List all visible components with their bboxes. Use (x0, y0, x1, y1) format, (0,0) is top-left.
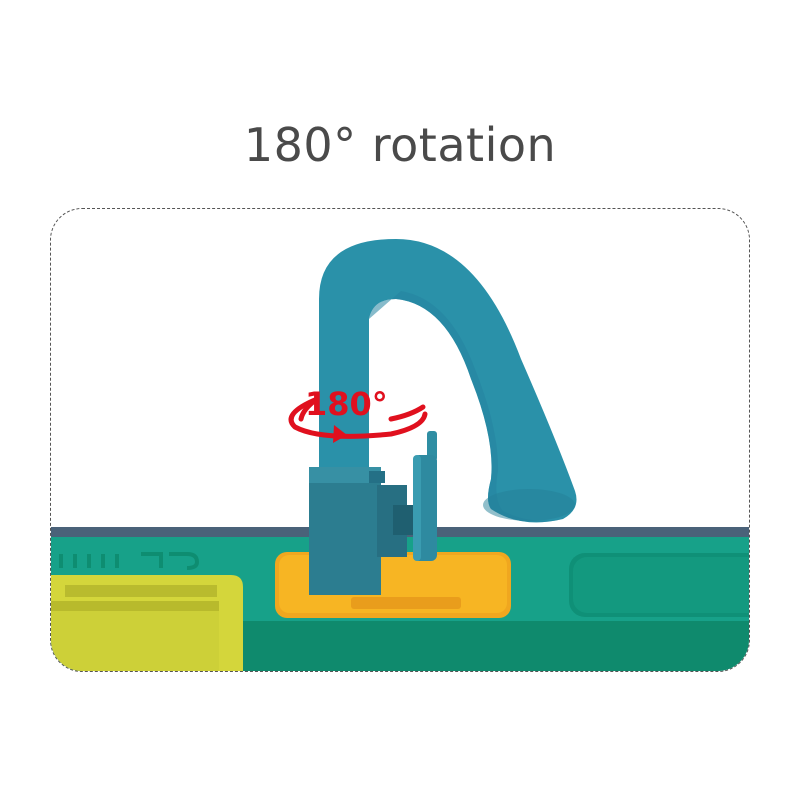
faucet-spout (319, 239, 577, 523)
illustration-frame: 180° (50, 208, 750, 672)
faucet-base (309, 467, 415, 595)
sink-basin-inner (573, 557, 749, 613)
drain-shadow (351, 597, 461, 609)
faucet-illustration: 180° (51, 239, 749, 671)
embossed-ridges (59, 552, 200, 570)
page-title: 180° rotation (243, 118, 557, 172)
rotation-label: 180° (305, 385, 388, 423)
faucet-lever (413, 431, 437, 561)
spout-tip (483, 489, 575, 521)
side-holder (51, 575, 243, 671)
rotation-arrow-icon (288, 396, 428, 443)
